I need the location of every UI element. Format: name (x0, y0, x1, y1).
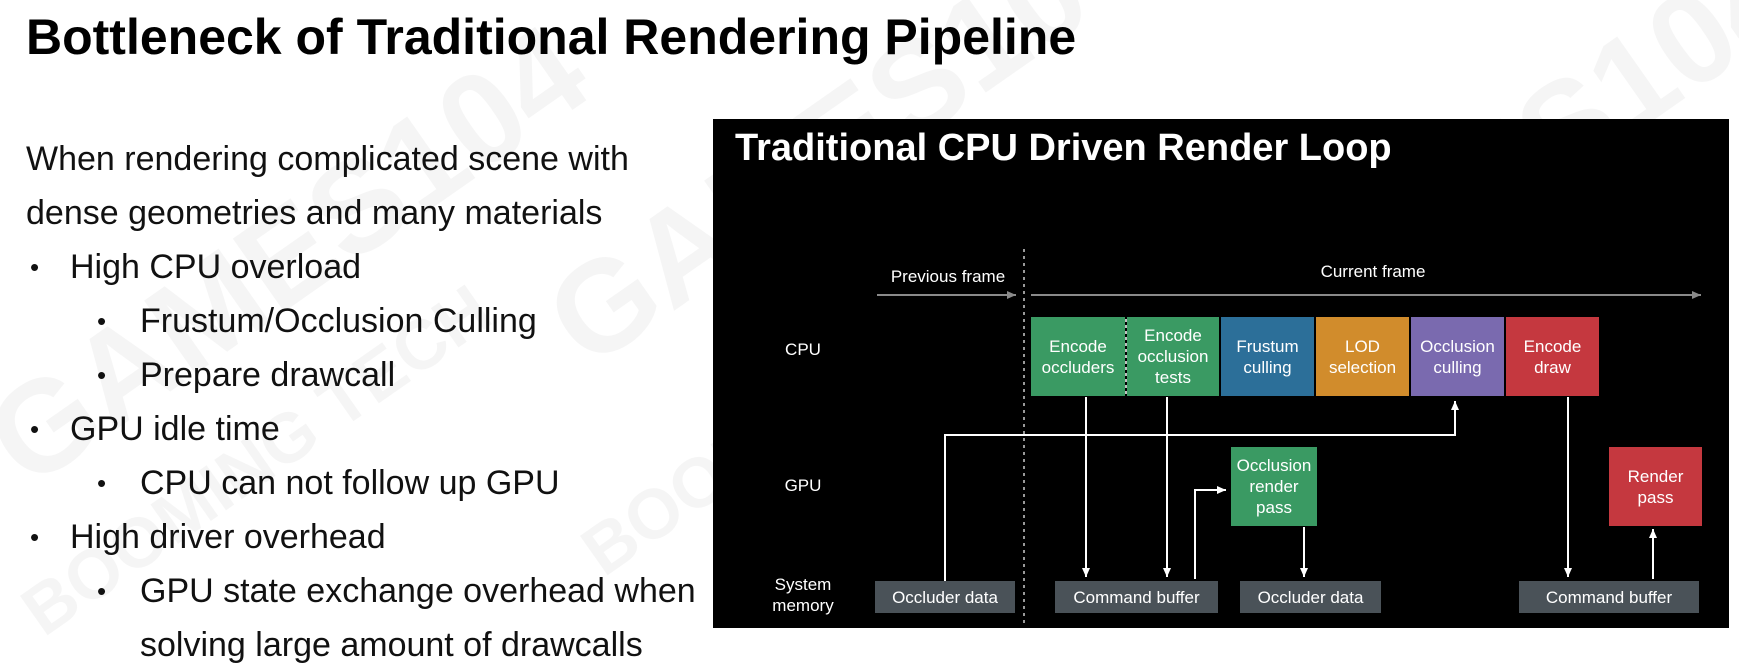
list-item-text: Frustum/Occlusion Culling (140, 302, 537, 340)
list-item: • High CPU overload (26, 240, 716, 294)
current-frame-label: Current frame (1320, 262, 1426, 281)
render-loop-diagram: Traditional CPU Driven Render Loop Previ… (713, 119, 1729, 628)
list-item: • CPU can not follow up GPU (26, 456, 716, 510)
list-item-text: High CPU overload (70, 248, 362, 286)
bullet-icon: • (97, 360, 107, 390)
list-item-text: Prepare drawcall (140, 356, 396, 394)
list-item-text: GPU state exchange overhead when (140, 572, 696, 610)
bullet-icon: • (97, 306, 107, 336)
bullet-list: When rendering complicated scene with de… (26, 132, 716, 672)
list-item: • GPU state exchange overhead when (26, 564, 716, 618)
command-buffer-block: Command buffer (1055, 581, 1218, 613)
list-item-text: CPU can not follow up GPU (140, 464, 560, 502)
list-item-continuation: solving large amount of drawcalls (26, 618, 716, 672)
list-item-text: solving large amount of drawcalls (140, 626, 643, 664)
bullet-icon: • (97, 576, 107, 606)
command-buffer-to-occlusion-pass-arrow (1194, 486, 1226, 579)
list-item: • Prepare drawcall (26, 348, 716, 402)
occluder-data-block: Occluder data (1240, 581, 1381, 613)
list-item: • High driver overhead (26, 510, 716, 564)
occluder-data-block: Occluder data (875, 581, 1015, 613)
occluder-data-to-culling-arrow (944, 401, 1459, 581)
list-item-text: High driver overhead (70, 518, 386, 556)
cpu-row-label: CPU (785, 340, 821, 359)
list-item-text: GPU idle time (70, 410, 280, 448)
previous-frame-label: Previous frame (890, 267, 1006, 286)
list-item: • Frustum/Occlusion Culling (26, 294, 716, 348)
diagram-connectors (877, 249, 1701, 624)
bullet-icon: • (30, 522, 40, 552)
command-buffer-block: Command buffer (1519, 581, 1699, 613)
gpu-row-label: GPU (784, 476, 822, 495)
diagram-title: Traditional CPU Driven Render Loop (735, 127, 1392, 169)
bullet-icon: • (30, 414, 40, 444)
slide-title: Bottleneck of Traditional Rendering Pipe… (26, 9, 1077, 65)
list-item: • GPU idle time (26, 402, 716, 456)
intro-line: dense geometries and many materials (26, 194, 603, 232)
bullet-icon: • (97, 468, 107, 498)
intro-line: When rendering complicated scene with (26, 140, 629, 178)
bullet-icon: • (30, 252, 40, 282)
